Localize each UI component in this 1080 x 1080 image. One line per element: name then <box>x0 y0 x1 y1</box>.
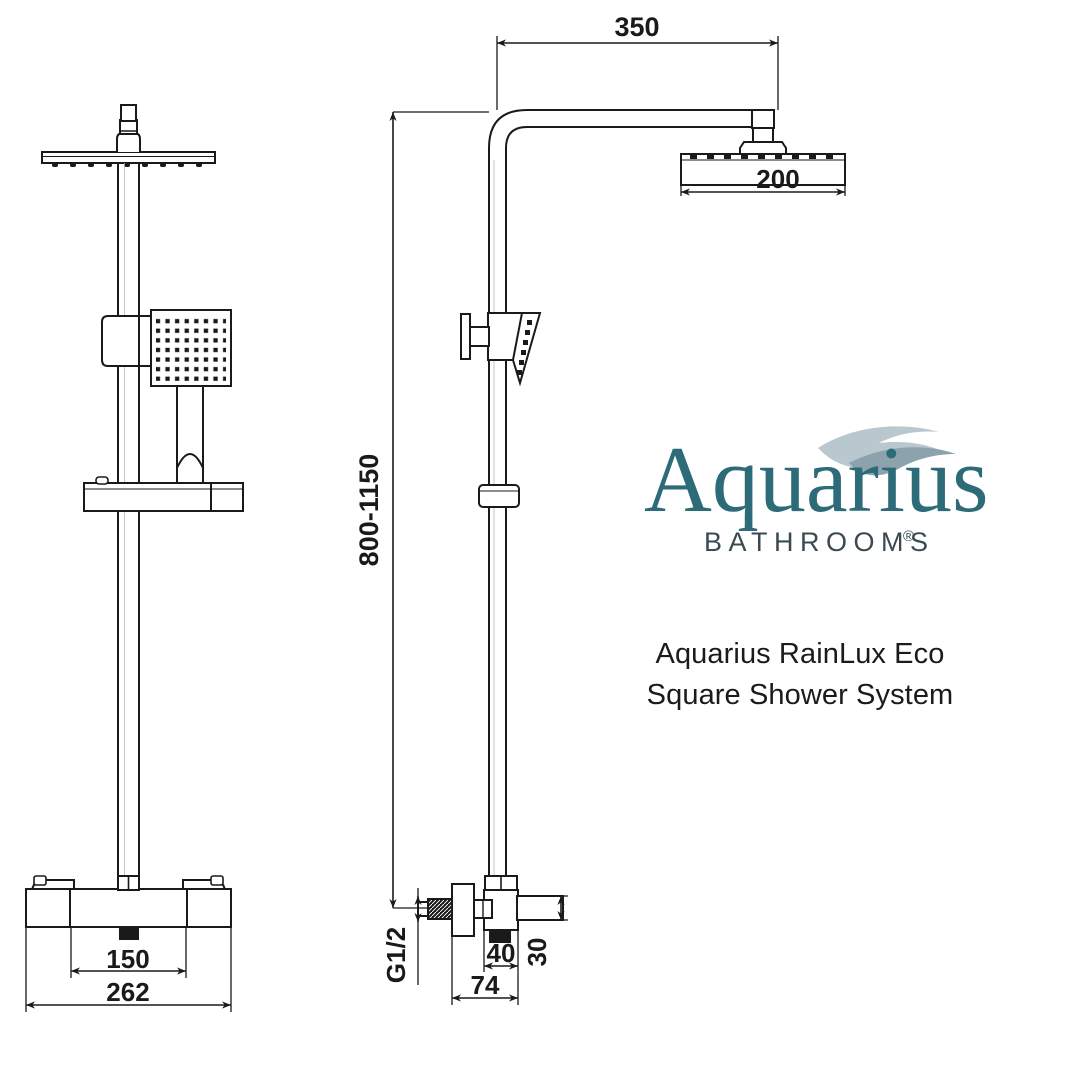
brand-wordmark: Aquarius <box>644 428 989 532</box>
dimension-40: 40 <box>483 930 519 972</box>
dimension-30: 30 <box>517 895 568 967</box>
dimension-40-label: 40 <box>487 938 516 968</box>
side-handset-holder <box>460 312 542 387</box>
logo-swoosh-icon <box>818 426 956 476</box>
side-bar-mixer-valve <box>417 875 564 943</box>
front-overhead-shower-head <box>41 104 216 167</box>
side-sliding-collar <box>478 484 520 508</box>
brand-logo: Aquarius BATHROOMS ® <box>600 405 1020 575</box>
front-handset-bracket <box>101 315 154 367</box>
side-overhead-shower-head <box>680 109 846 186</box>
front-slider-shelf <box>83 476 244 512</box>
dimension-74-label: 74 <box>471 970 500 1000</box>
dimension-150: 150 <box>70 927 187 978</box>
dimension-150-label: 150 <box>106 944 149 974</box>
front-bar-mixer-valve <box>25 875 232 940</box>
dimension-30-label: 30 <box>522 938 552 967</box>
dimension-200: 200 <box>680 164 846 196</box>
side-handset-nozzles <box>517 320 532 375</box>
dimension-262: 262 <box>25 927 232 1012</box>
dimension-350-label: 350 <box>614 12 659 42</box>
front-riser-rail <box>117 163 140 884</box>
dimension-800-1150-label: 800-1150 <box>354 454 384 567</box>
side-elevation-view: 200 350 <box>354 12 846 1005</box>
front-square-handset <box>150 309 232 497</box>
dimension-200-label: 200 <box>756 164 799 194</box>
side-head-nozzles <box>690 154 833 159</box>
product-name: Aquarius RainLux Eco Square Shower Syste… <box>646 638 954 711</box>
dimension-262-label: 262 <box>106 977 149 1007</box>
brand-registered-mark: ® <box>903 528 914 545</box>
dimension-350: 350 <box>496 12 779 110</box>
side-shower-arm <box>488 109 772 900</box>
shower-head-nozzles <box>52 163 202 167</box>
front-elevation-view: 150 262 <box>25 104 244 1012</box>
brand-subtitle: BATHROOMS <box>704 527 935 557</box>
dimension-800-1150: 800-1150 <box>354 111 489 909</box>
dimension-74: 74 <box>451 936 519 1005</box>
dimension-g12: G1/2 <box>381 888 422 985</box>
brand-logo-svg: Aquarius BATHROOMS ® <box>644 426 989 557</box>
dimension-g12-label: G1/2 <box>381 927 411 983</box>
